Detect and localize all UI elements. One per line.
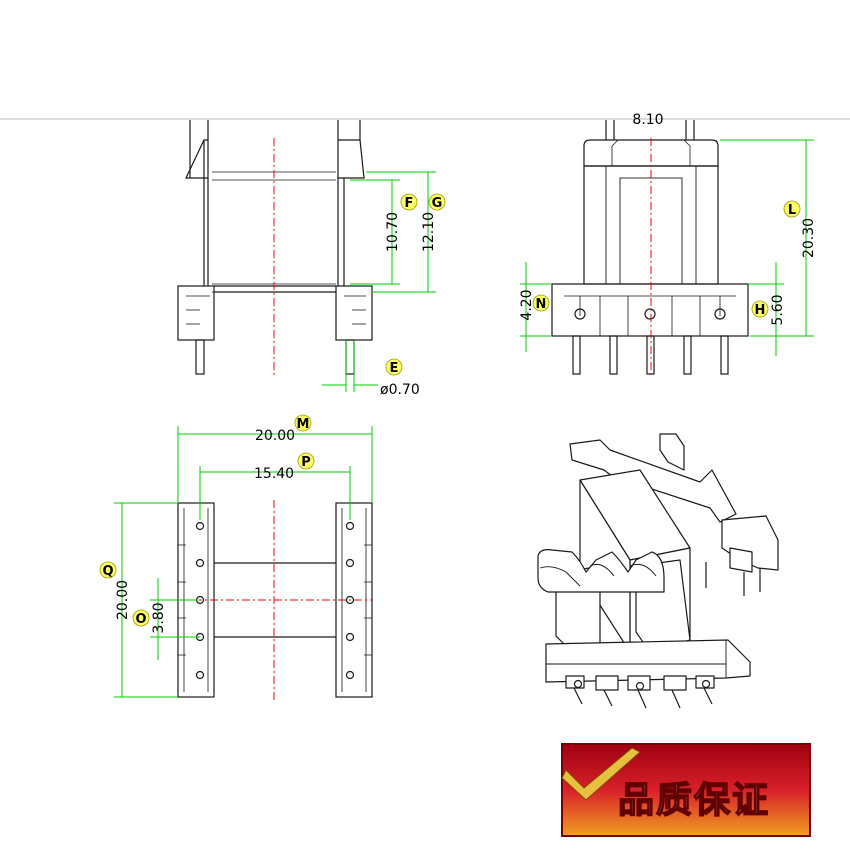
tag-q: Q bbox=[99, 561, 117, 579]
check-mark-icon bbox=[561, 747, 641, 801]
dim-o-value: 3.80 bbox=[151, 602, 167, 633]
dim-q-value: 20.00 bbox=[115, 580, 131, 620]
front-base bbox=[551, 283, 749, 337]
right-base-block bbox=[335, 285, 373, 341]
top-cap bbox=[583, 139, 719, 167]
dim-e-value: ø0.70 bbox=[380, 382, 420, 398]
svg-text:H: H bbox=[755, 303, 766, 318]
top-left-view bbox=[177, 120, 373, 375]
left-base-block bbox=[177, 285, 215, 341]
tag-p: P bbox=[297, 452, 315, 470]
svg-text:O: O bbox=[135, 612, 146, 627]
svg-text:L: L bbox=[788, 203, 796, 218]
dim-n-value: 4.20 bbox=[519, 289, 535, 320]
dim-l-value: 20.30 bbox=[801, 218, 817, 258]
tag-l: L bbox=[783, 200, 801, 218]
tag-n: N bbox=[532, 294, 550, 312]
tag-g: G bbox=[428, 193, 446, 211]
svg-text:G: G bbox=[432, 196, 443, 211]
quality-banner: 品质保证 bbox=[561, 743, 811, 837]
svg-text:M: M bbox=[297, 417, 310, 432]
tag-m: M bbox=[294, 414, 312, 432]
front-pin-5 bbox=[720, 335, 729, 375]
dim-h-value: 5.60 bbox=[770, 294, 786, 325]
svg-text:N: N bbox=[536, 297, 547, 312]
bottom-left-dimensions bbox=[114, 426, 373, 698]
svg-text:E: E bbox=[390, 361, 399, 376]
front-pin-1 bbox=[572, 335, 581, 375]
svg-text:P: P bbox=[301, 455, 311, 470]
dim-f-value: 10.70 bbox=[385, 212, 401, 252]
tag-e: E bbox=[385, 358, 403, 376]
top-left-dimensions bbox=[322, 171, 436, 392]
svg-text:Q: Q bbox=[102, 564, 113, 579]
front-pin-2 bbox=[609, 335, 618, 375]
right-top-flange bbox=[337, 139, 365, 179]
tag-h: H bbox=[751, 300, 769, 318]
svg-text:品质保证: 品质保证 bbox=[618, 780, 770, 821]
dim-p-value: 15.40 bbox=[254, 466, 294, 482]
left-pin bbox=[195, 339, 205, 375]
dim-g-value: 12.10 bbox=[421, 212, 437, 252]
top-right-dimensions bbox=[520, 139, 814, 356]
tag-o: O bbox=[132, 609, 150, 627]
left-top-flange bbox=[185, 139, 209, 179]
tag-f: F bbox=[400, 193, 418, 211]
svg-text:F: F bbox=[405, 196, 414, 211]
top-right-view bbox=[551, 120, 749, 375]
isometric-view bbox=[537, 433, 779, 709]
dim-top-value: 8.10 bbox=[632, 112, 663, 128]
front-pin-4 bbox=[683, 335, 692, 375]
right-pin bbox=[345, 339, 355, 375]
dim-m-value: 20.00 bbox=[255, 428, 295, 444]
